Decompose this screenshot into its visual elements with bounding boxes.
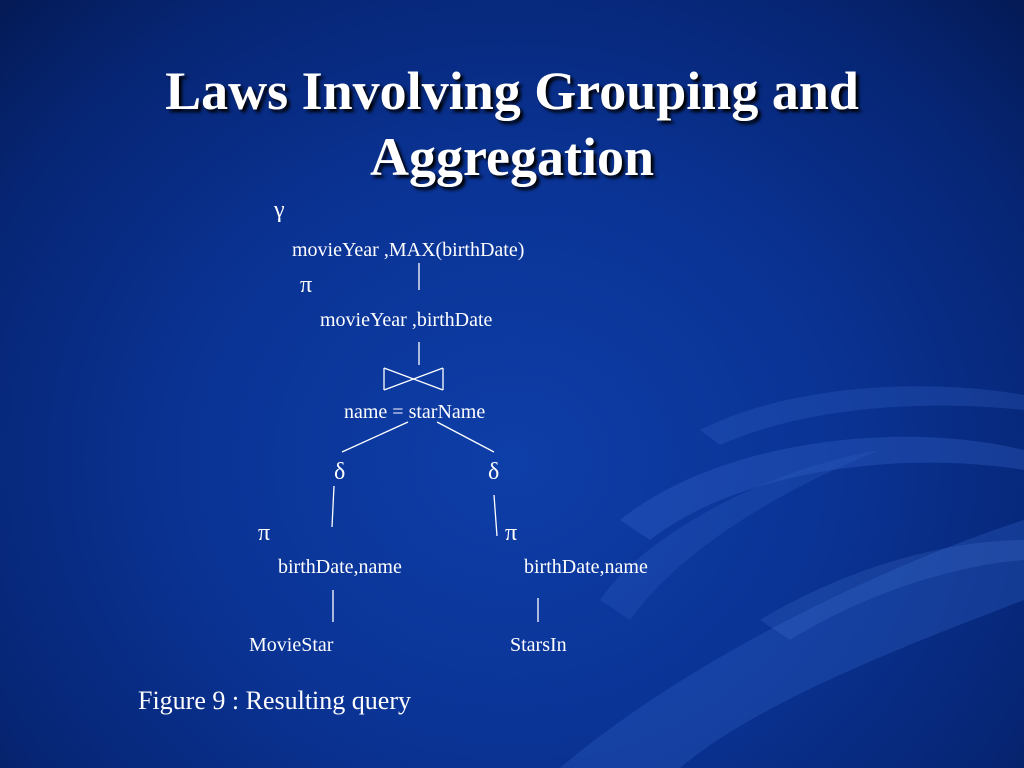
relation-moviestar: MovieStar — [249, 634, 334, 656]
join-bowtie-icon — [383, 367, 444, 391]
projection-top-symbol: π — [300, 272, 312, 298]
projection-top-subscript: movieYear ,birthDate — [320, 309, 492, 331]
slide-title: Laws Involving Grouping and Aggregation — [0, 58, 1024, 190]
delta-left-symbol: δ — [334, 459, 345, 485]
edge-join-to-delta-left — [341, 421, 409, 453]
projection-right-subscript: birthDate,name — [524, 556, 648, 578]
projection-left-subscript: birthDate,name — [278, 556, 402, 578]
edge-join-to-delta-right — [436, 421, 495, 453]
delta-right-symbol: δ — [488, 459, 499, 485]
edge-delta-left-to-projection — [331, 485, 335, 528]
projection-right-symbol: π — [505, 520, 517, 546]
gamma-symbol: γ — [273, 197, 285, 223]
relation-starsin: StarsIn — [510, 634, 567, 656]
figure-caption: Figure 9 : Resulting query — [138, 686, 411, 715]
slide-title-line-1: Laws Involving Grouping and — [165, 61, 859, 122]
projection-left-symbol: π — [258, 520, 270, 546]
edge-delta-right-to-projection — [493, 494, 498, 537]
slide-title-line-2: Aggregation — [370, 127, 654, 188]
join-condition: name = starName — [344, 401, 485, 423]
gamma-subscript: movieYear ,MAX(birthDate) — [292, 239, 524, 261]
